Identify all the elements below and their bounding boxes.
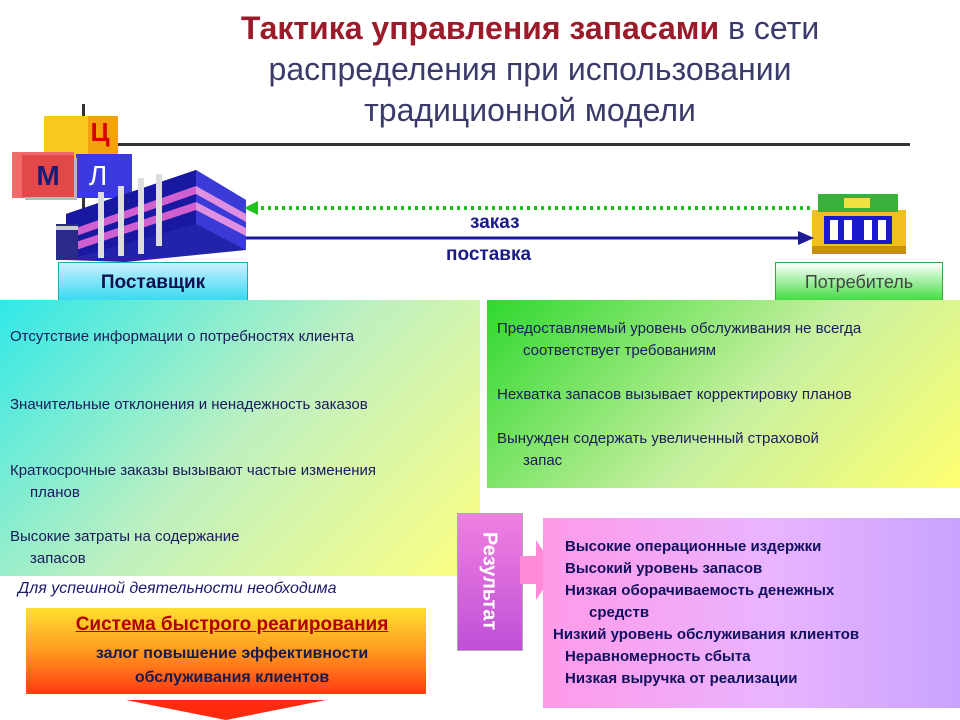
consumer-issue-item: Нехватка запасов вызывает корректировку … (497, 386, 852, 403)
order-arrowhead (244, 201, 258, 215)
effect-item: Неравномерность сбыта (565, 648, 751, 665)
effect-item: Высокий уровень запасов (565, 560, 763, 577)
title-line-2: распределения при использовании (268, 51, 792, 87)
logo-letter-l: Л (88, 160, 108, 191)
solution-subtitle-line-1: залог повышение эффективности (95, 645, 369, 662)
solution-title: Система быстрого реагирования (75, 614, 389, 635)
solution-note: Для успешной деятельности необходима (18, 580, 337, 597)
factory-building-icon (56, 170, 246, 262)
supplier-issue-item: Значительные отклонения и ненадежность з… (10, 396, 368, 413)
logo-letter-ts: Ц (90, 117, 110, 147)
supplier-issue-item: Высокие затраты на содержание запасов (10, 528, 240, 567)
consumer-issue-item: Вынужден содержать увеличенный страховой… (497, 430, 819, 469)
header-rule (44, 143, 910, 146)
solution-subtitle: залог повышение эффективности обслуживан… (26, 642, 438, 690)
order-label: заказ (470, 212, 520, 233)
consumer-issues-panel: Предоставляемый уровень обслуживания не … (487, 300, 960, 488)
effect-item: Низкая оборачиваемость денежных (565, 582, 835, 599)
result-effects-panel: Высокие операционные издержки Высокий ур… (543, 518, 960, 708)
down-arrow-icon (126, 700, 326, 720)
effect-item: Высокие операционные издержки (565, 538, 822, 555)
supplier-issue-item: Краткосрочные заказы вызывают частые изм… (10, 462, 377, 501)
effect-item: Низкая выручка от реализации (565, 670, 798, 687)
supplier-issues-panel: Отсутствие информации о потребностях кли… (0, 300, 480, 576)
solution-box (26, 608, 426, 694)
supplier-label: Поставщик (58, 262, 248, 304)
effect-item: Низкий уровень обслуживания клиентов (553, 626, 860, 643)
delivery-label: поставка (446, 244, 532, 265)
page-title: Тактика управления запасами в сети распр… (120, 8, 940, 131)
title-line-3: традиционной модели (364, 92, 696, 128)
solution-subtitle-line-2: обслуживания клиентов (134, 669, 330, 686)
flow-arrows (244, 201, 814, 245)
delivery-arrowhead (798, 231, 814, 245)
shop-building-icon (812, 194, 906, 254)
effect-item: средств (589, 604, 650, 621)
title-bold: Тактика управления запасами (240, 10, 720, 46)
result-arrow-icon (520, 540, 556, 600)
consumer-label: Потребитель (775, 262, 943, 302)
supplier-issue-item: Отсутствие информации о потребностях кли… (10, 328, 355, 345)
logo-letter-m: М (22, 155, 74, 197)
consumer-issue-item: Предоставляемый уровень обслуживания не … (497, 320, 862, 359)
logo-block-orange (88, 116, 118, 158)
title-rest: в сети (719, 10, 820, 46)
result-label: Результат (479, 532, 501, 630)
svg-text:Результат: Результат (479, 532, 501, 630)
